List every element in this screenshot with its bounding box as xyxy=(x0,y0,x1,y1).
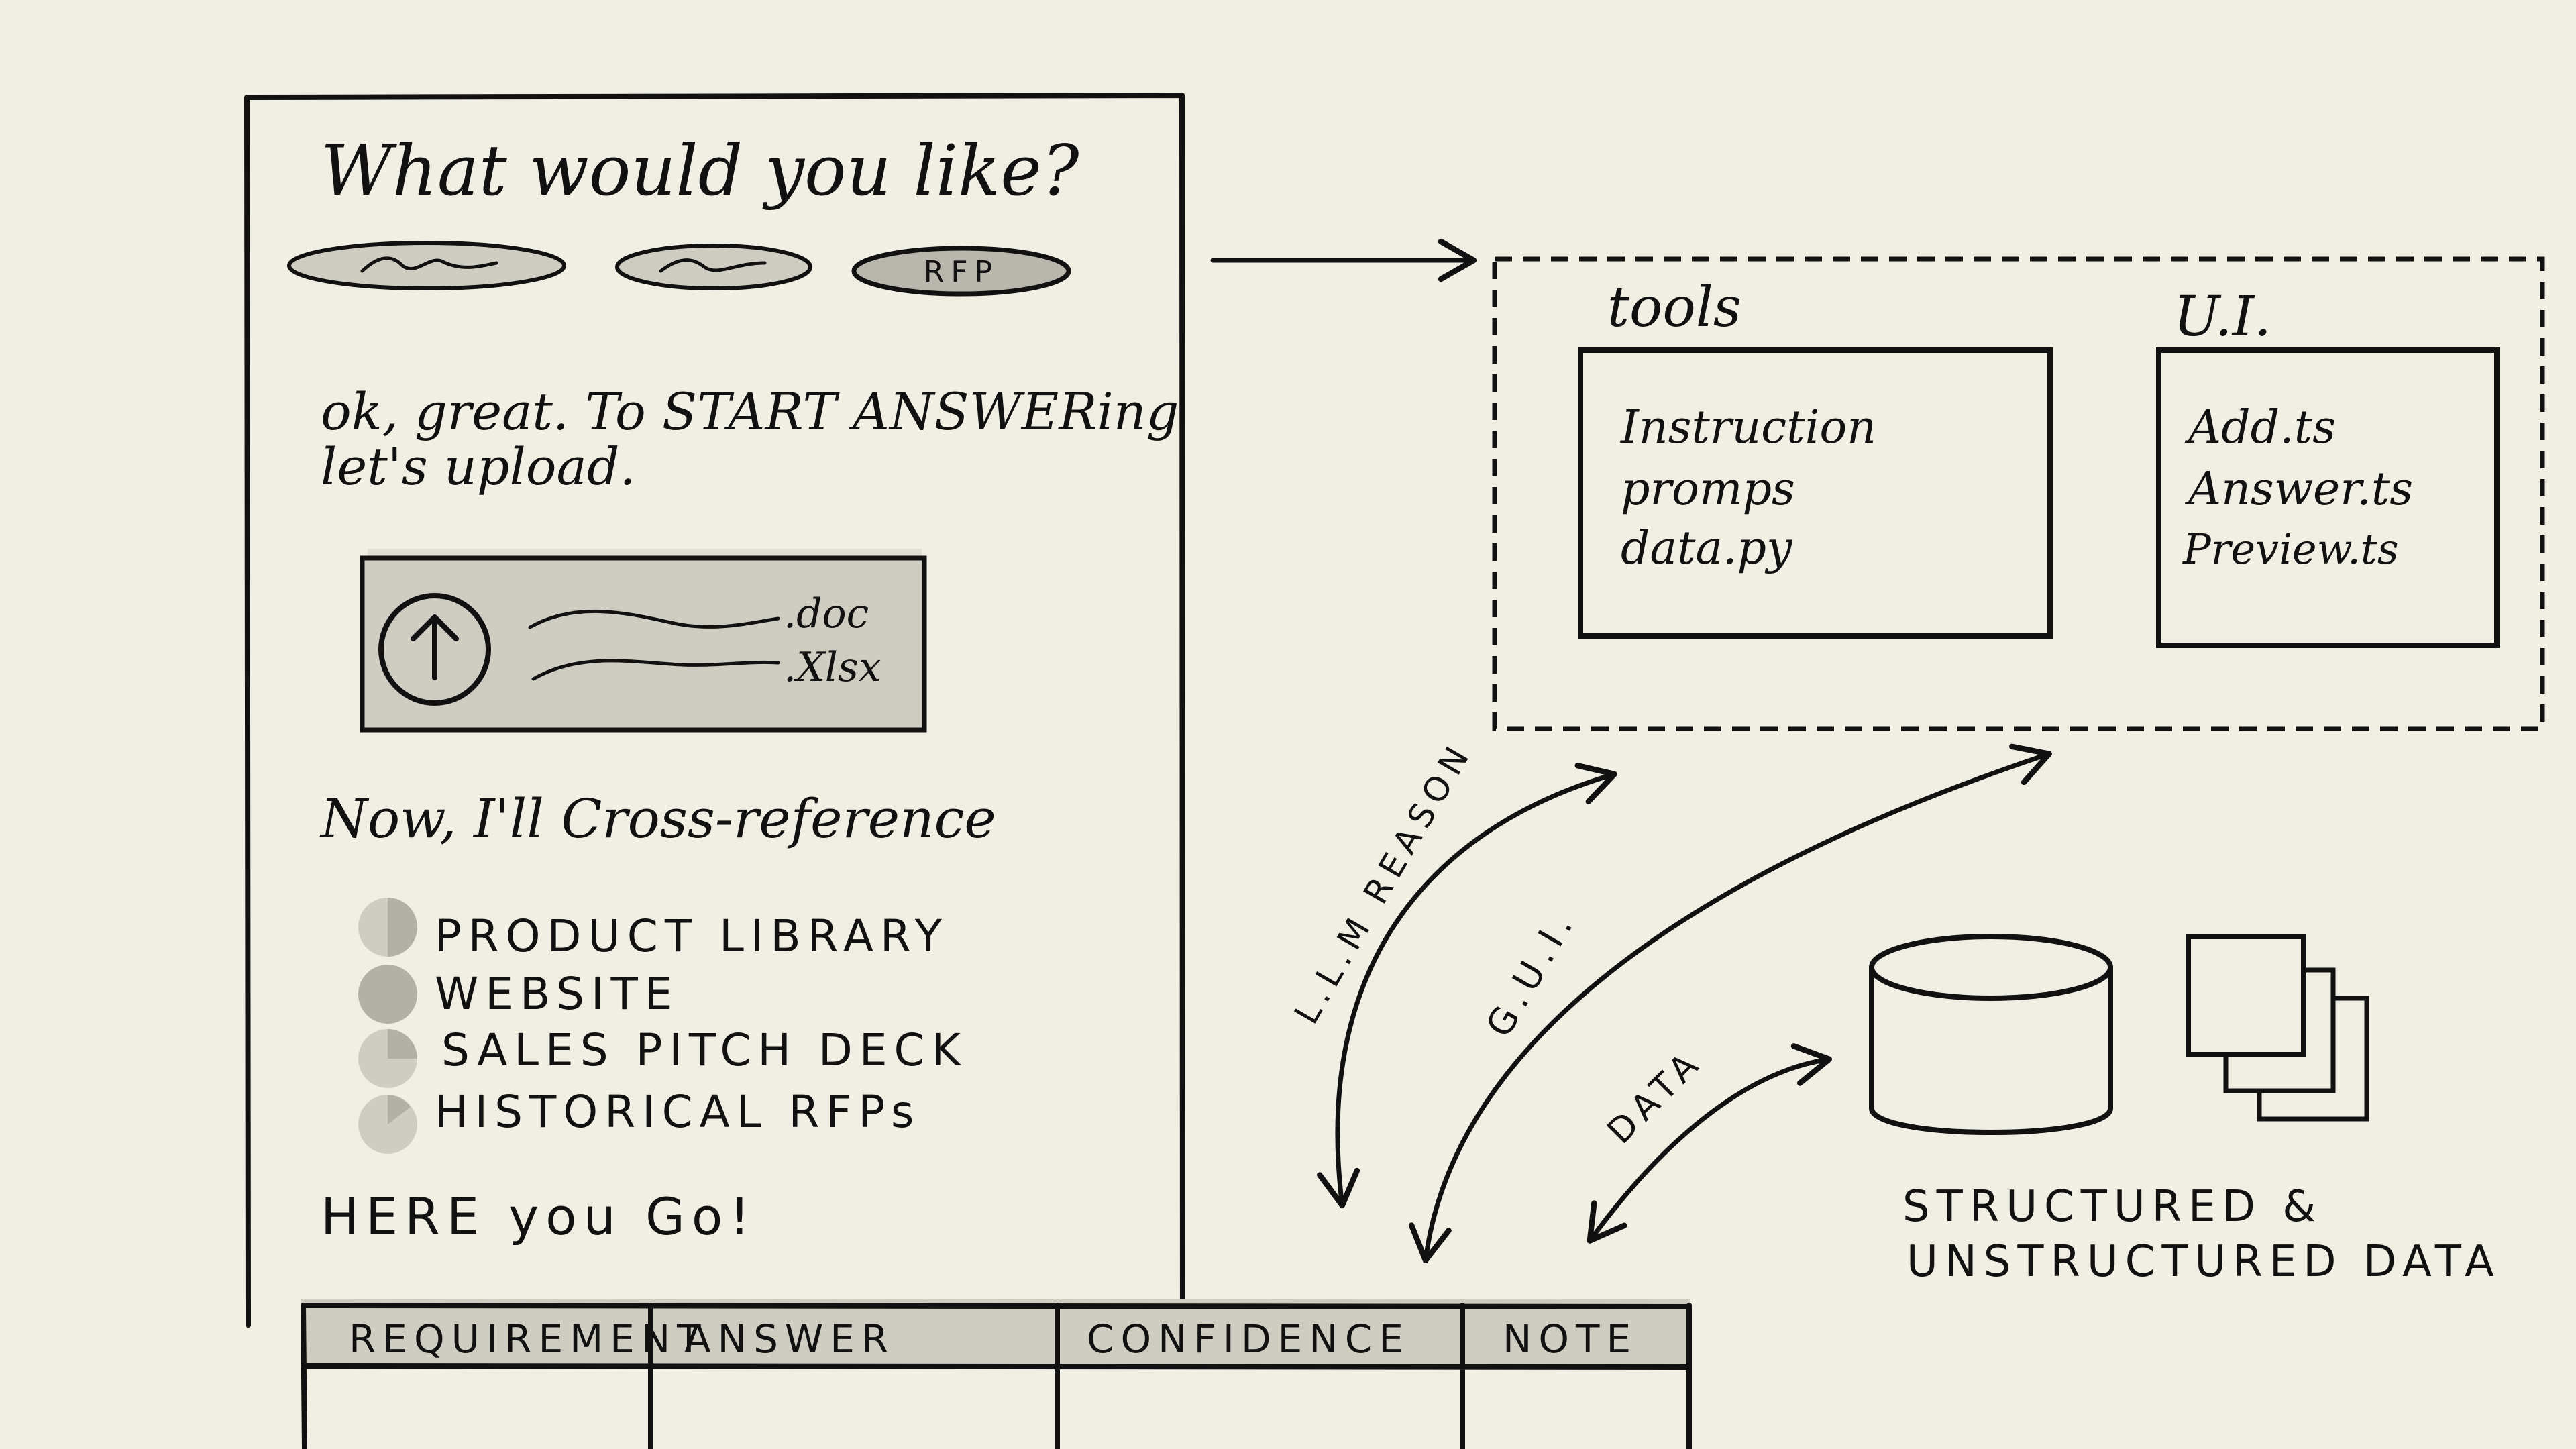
chip-rfp[interactable]: RFP xyxy=(851,246,1071,297)
message-upload: let's upload. xyxy=(321,437,636,496)
source-item-product-library: PRODUCT LIBRARY xyxy=(358,898,949,962)
source-progress-icon xyxy=(358,965,417,1024)
results-table: REQUIREMENT ANSWER CONFIDENCE NOTE xyxy=(301,1299,1692,1449)
tools-title: tools xyxy=(1607,276,1741,339)
llm-reason-label: L.L.M REASON xyxy=(1287,735,1480,1030)
source-item-label: HISTORICAL RFPs xyxy=(435,1086,920,1138)
source-progress-fill xyxy=(388,898,417,957)
tools-item: Instruction xyxy=(1619,401,1876,454)
source-item-website: WEBSITE xyxy=(358,965,679,1024)
source-item-sales-pitch-deck: SALES PITCH DECK xyxy=(358,1024,967,1088)
source-list: PRODUCT LIBRARY WEBSITE SALES PITCH DECK… xyxy=(358,898,967,1154)
tools-item: data.py xyxy=(1621,522,1793,575)
upload-format-xlsx: .Xlsx xyxy=(784,644,881,691)
ui-item: Add.ts xyxy=(2184,401,2336,454)
ui-item: Preview.ts xyxy=(2182,525,2399,574)
ui-title: U.I. xyxy=(2174,285,2271,349)
chip-rfp-label: RFP xyxy=(924,255,999,289)
llm-reason-arrow xyxy=(1317,763,1617,1209)
tools-item: promps xyxy=(1621,463,1795,516)
data-store-label-line-2: UNSTRUCTURED DATA xyxy=(1907,1237,2501,1287)
upload-format-doc: .doc xyxy=(784,590,869,637)
message-here-you-go: HERE you Go! xyxy=(321,1187,757,1246)
gui-arrow xyxy=(1408,743,2052,1264)
prompt-heading: What would you like? xyxy=(321,129,1080,211)
data-store-label-line-1: STRUCTURED & xyxy=(1902,1182,2322,1232)
chip-1[interactable] xyxy=(287,241,566,290)
documents-icon xyxy=(2186,934,2369,1122)
table-header-confidence[interactable]: CONFIDENCE xyxy=(1087,1316,1410,1362)
data-arrow xyxy=(1587,1043,1833,1244)
source-item-historical-rfps: HISTORICAL RFPs xyxy=(358,1086,920,1154)
message-start-answering: ok, great. To START ANSWERing xyxy=(321,382,1179,441)
upload-arrow-icon[interactable] xyxy=(378,593,491,706)
gui-label: G.U.I. xyxy=(1478,902,1585,1044)
ui-sketch-frame xyxy=(244,93,1185,1338)
source-progress-fill xyxy=(388,1029,417,1059)
ui-item: Answer.ts xyxy=(2184,463,2413,516)
ui-box: Add.ts Answer.ts Preview.ts xyxy=(2156,347,2500,648)
data-label: DATA xyxy=(1600,1041,1711,1152)
source-progress-fill xyxy=(388,1095,411,1124)
table-header-requirement[interactable]: REQUIREMENT xyxy=(349,1316,708,1362)
upload-scribble-2 xyxy=(531,659,780,681)
chip-1-scribble xyxy=(360,256,498,273)
source-item-label: WEBSITE xyxy=(435,968,679,1020)
system-boundary xyxy=(1492,256,2545,731)
table-header-answer[interactable]: ANSWER xyxy=(684,1316,895,1362)
chip-2-scribble xyxy=(659,258,767,273)
database-icon xyxy=(1869,934,2113,1135)
source-item-label: SALES PITCH DECK xyxy=(441,1024,967,1076)
upload-dropzone[interactable]: .doc .Xlsx xyxy=(360,549,927,733)
chip-2[interactable] xyxy=(615,244,812,290)
tools-box: Instruction promps data.py xyxy=(1578,347,2053,639)
source-item-label: PRODUCT LIBRARY xyxy=(435,910,949,962)
upload-scribble-1 xyxy=(528,609,780,629)
message-cross-reference: Now, I'll Cross-reference xyxy=(319,788,996,850)
table-header-note[interactable]: NOTE xyxy=(1503,1316,1638,1362)
